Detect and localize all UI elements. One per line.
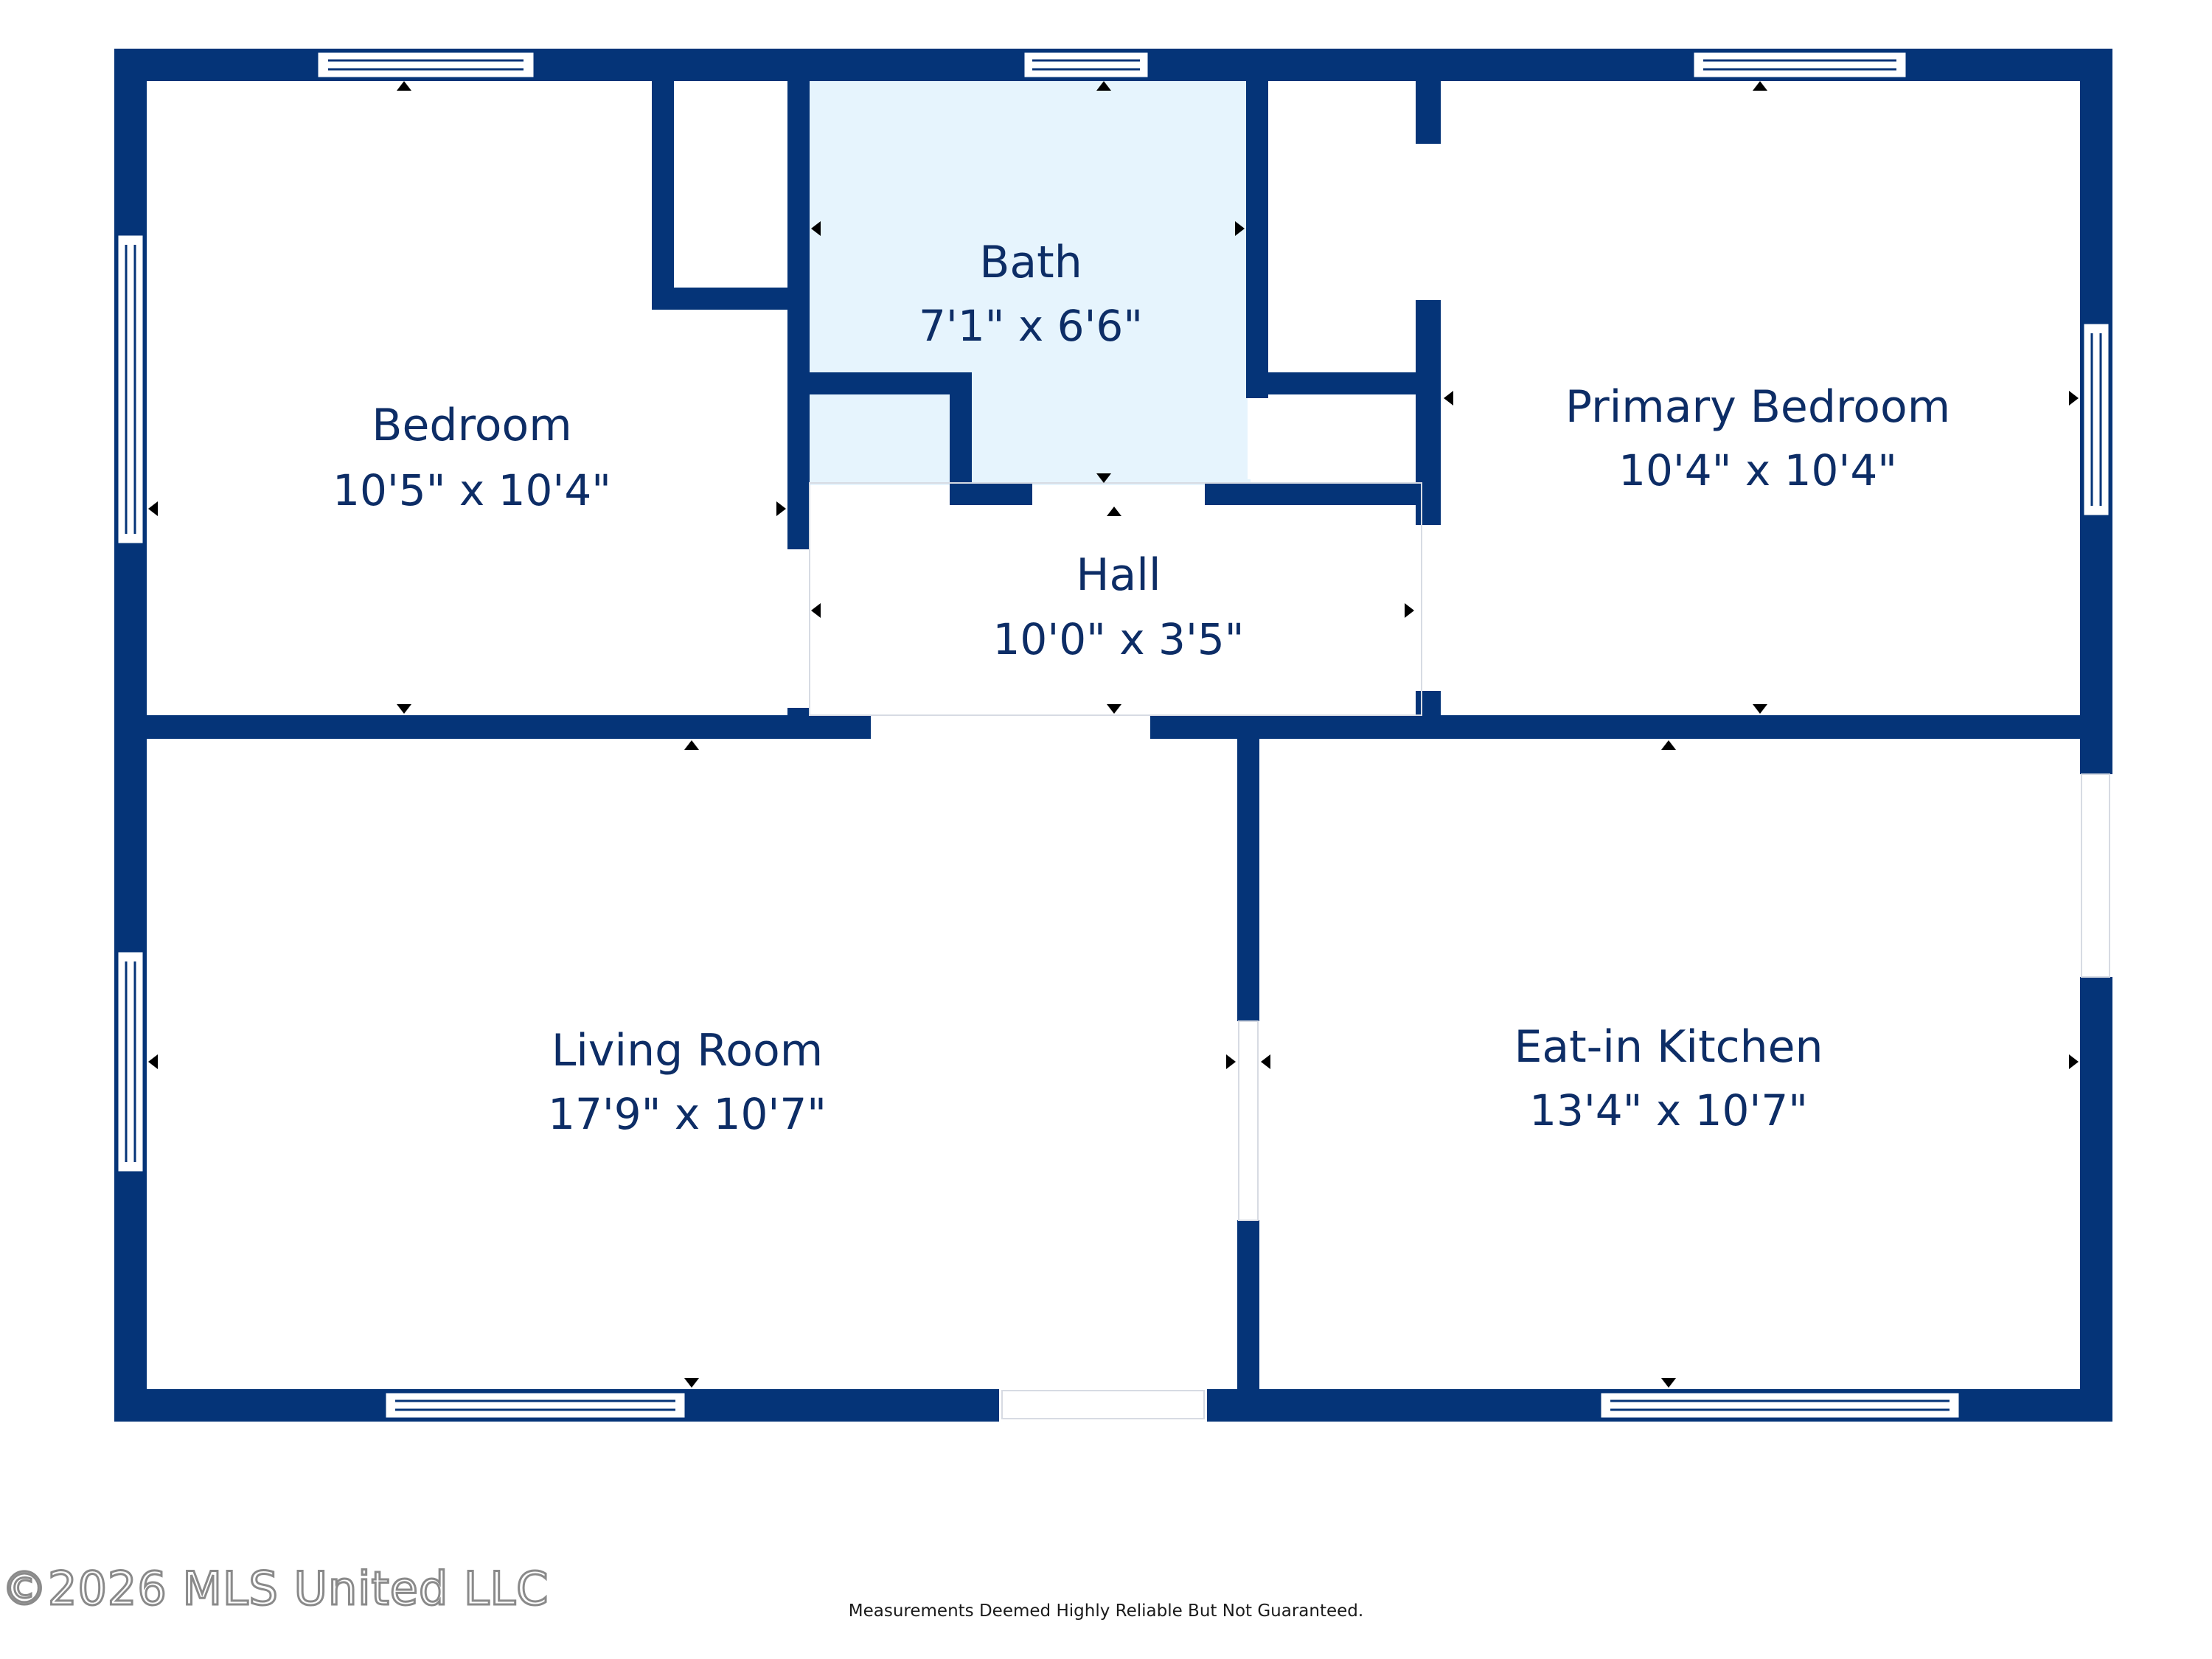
room-dims-bedroom: 10'5" x 10'4" bbox=[333, 465, 611, 515]
copyright-watermark: ©2026 MLS United LLC bbox=[0, 1561, 549, 1617]
window-primary-top bbox=[1691, 50, 1908, 80]
window-living-bottom bbox=[383, 1391, 687, 1420]
window-bedroom-left bbox=[116, 233, 145, 546]
door-openings bbox=[786, 144, 2114, 1423]
window-primary-right bbox=[2081, 321, 2111, 518]
room-dims-hall: 10'0" x 3'5" bbox=[993, 614, 1245, 664]
room-name-living-room: Living Room bbox=[552, 1025, 823, 1077]
dimension-arrows bbox=[148, 81, 2079, 1388]
windows bbox=[116, 50, 2111, 1420]
window-bedroom-top bbox=[316, 50, 536, 80]
room-dims-kitchen: 13'4" x 10'7" bbox=[1529, 1085, 1808, 1135]
room-name-primary-bedroom: Primary Bedroom bbox=[1565, 381, 1950, 433]
measurement-disclaimer: Measurements Deemed Highly Reliable But … bbox=[848, 1601, 1364, 1621]
room-dims-primary-bedroom: 10'4" x 10'4" bbox=[1618, 445, 1897, 495]
room-name-bath: Bath bbox=[979, 237, 1082, 288]
room-name-kitchen: Eat-in Kitchen bbox=[1514, 1021, 1823, 1073]
room-dims-living-room: 17'9" x 10'7" bbox=[548, 1089, 827, 1139]
room-name-hall: Hall bbox=[1076, 549, 1161, 601]
window-living-left bbox=[116, 950, 145, 1174]
window-bath-top bbox=[1022, 50, 1150, 80]
room-name-bedroom: Bedroom bbox=[372, 400, 571, 451]
door-frame-lines bbox=[809, 482, 2110, 1419]
room-dims-bath: 7'1" x 6'6" bbox=[919, 301, 1143, 351]
bath-fill-lower bbox=[972, 383, 1251, 485]
window-kitchen-bottom bbox=[1599, 1391, 1961, 1420]
